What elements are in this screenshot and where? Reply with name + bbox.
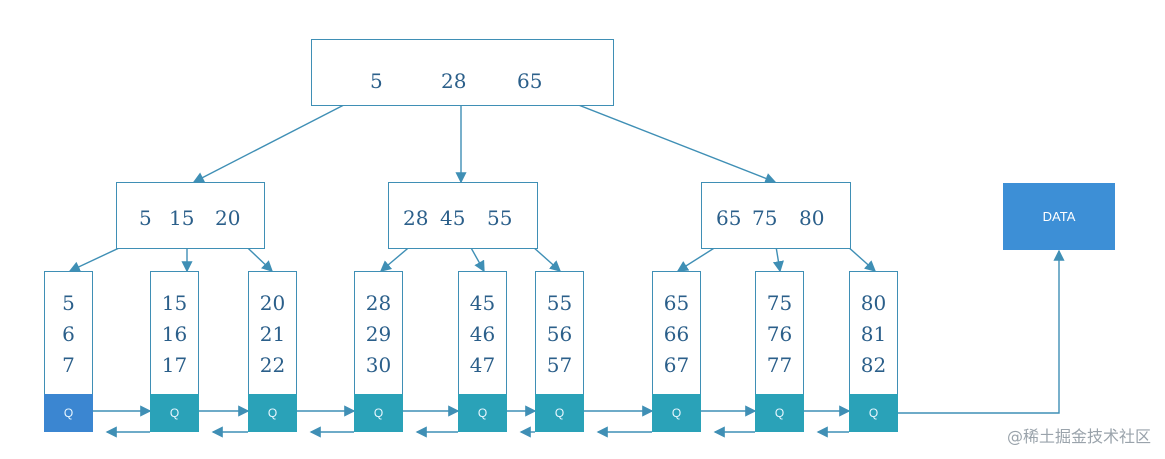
leaf-node: 80 81 82 Q xyxy=(849,271,898,432)
watermark-text: @稀土掘金技术社区 xyxy=(1006,427,1151,446)
root-key: 5 xyxy=(370,69,383,93)
leaf-values: 5 6 7 xyxy=(45,288,92,381)
leaf-pointer-q: Q xyxy=(354,394,403,432)
leaf-value: 17 xyxy=(161,353,188,377)
leaf-node: 45 46 47 Q xyxy=(458,271,507,432)
leaf-values: 15 16 17 xyxy=(151,288,198,381)
internal-key: 65 xyxy=(716,206,742,230)
leaf-pointer-q: Q xyxy=(535,394,584,432)
leaf-value: 76 xyxy=(766,322,793,346)
internal-key: 45 xyxy=(440,206,466,230)
leaf-pointer-q: Q xyxy=(248,394,297,432)
leaf-value: 7 xyxy=(62,353,75,377)
internal-node: 65 75 80 xyxy=(701,182,851,249)
root-key: 65 xyxy=(517,69,543,93)
leaf-values: 80 81 82 xyxy=(850,288,897,381)
leaf-node: 28 29 30 Q xyxy=(354,271,403,432)
internal-key: 55 xyxy=(487,206,513,230)
leaf-pointer-q: Q xyxy=(652,394,701,432)
leaf-value: 81 xyxy=(860,322,887,346)
internal-key: 80 xyxy=(799,206,825,230)
leaf-value: 30 xyxy=(365,353,392,377)
leaf-value: 56 xyxy=(546,322,573,346)
internal-key: 15 xyxy=(169,206,195,230)
internal-key: 75 xyxy=(752,206,778,230)
leaf-values: 20 21 22 xyxy=(249,288,296,381)
data-box: DATA xyxy=(1003,183,1115,250)
leaf-value: 5 xyxy=(62,291,75,315)
root-node: 5 28 65 xyxy=(311,39,614,106)
leaf-value: 66 xyxy=(663,322,690,346)
internal-key: 5 xyxy=(139,206,152,230)
leaf-pointer-q: Q xyxy=(849,394,898,432)
leaf-value: 6 xyxy=(62,322,75,346)
leaf-value: 80 xyxy=(860,291,887,315)
leaf-value: 15 xyxy=(161,291,188,315)
leaf-pointer-q: Q xyxy=(150,394,199,432)
leaf-value: 65 xyxy=(663,291,690,315)
leaf-values: 28 29 30 xyxy=(355,288,402,381)
leaf-value: 29 xyxy=(365,322,392,346)
leaf-pointer-q: Q xyxy=(755,394,804,432)
leaf-value: 45 xyxy=(469,291,496,315)
leaf-values: 65 66 67 xyxy=(653,288,700,381)
internal-node: 28 45 55 xyxy=(388,182,538,249)
leaf-pointer-q: Q xyxy=(44,394,93,432)
leaf-value: 28 xyxy=(365,291,392,315)
leaf-node: 65 66 67 Q xyxy=(652,271,701,432)
internal-node: 5 15 20 xyxy=(116,182,265,249)
leaf-value: 75 xyxy=(766,291,793,315)
leaf-value: 46 xyxy=(469,322,496,346)
leaf-value: 77 xyxy=(766,353,793,377)
leaf-node: 5 6 7 Q xyxy=(44,271,93,432)
leaf-node: 20 21 22 Q xyxy=(248,271,297,432)
leaf-value: 16 xyxy=(161,322,188,346)
leaf-value: 55 xyxy=(546,291,573,315)
leaf-value: 47 xyxy=(469,353,496,377)
leaf-to-data-arrow xyxy=(898,249,1065,414)
leaf-value: 22 xyxy=(259,353,286,377)
leaf-value: 82 xyxy=(860,353,887,377)
leaf-pointer-q: Q xyxy=(458,394,507,432)
leaf-node: 15 16 17 Q xyxy=(150,271,199,432)
leaf-value: 21 xyxy=(259,322,286,346)
root-key: 28 xyxy=(441,69,467,93)
leaf-values: 55 56 57 xyxy=(536,288,583,381)
leaf-value: 57 xyxy=(546,353,573,377)
leaf-value: 67 xyxy=(663,353,690,377)
leaf-node: 75 76 77 Q xyxy=(755,271,804,432)
internal-key: 20 xyxy=(215,206,241,230)
leaf-node: 55 56 57 Q xyxy=(535,271,584,432)
internal-key: 28 xyxy=(403,206,429,230)
leaf-values: 75 76 77 xyxy=(756,288,803,381)
leaf-value: 20 xyxy=(259,291,286,315)
leaf-values: 45 46 47 xyxy=(459,288,506,381)
